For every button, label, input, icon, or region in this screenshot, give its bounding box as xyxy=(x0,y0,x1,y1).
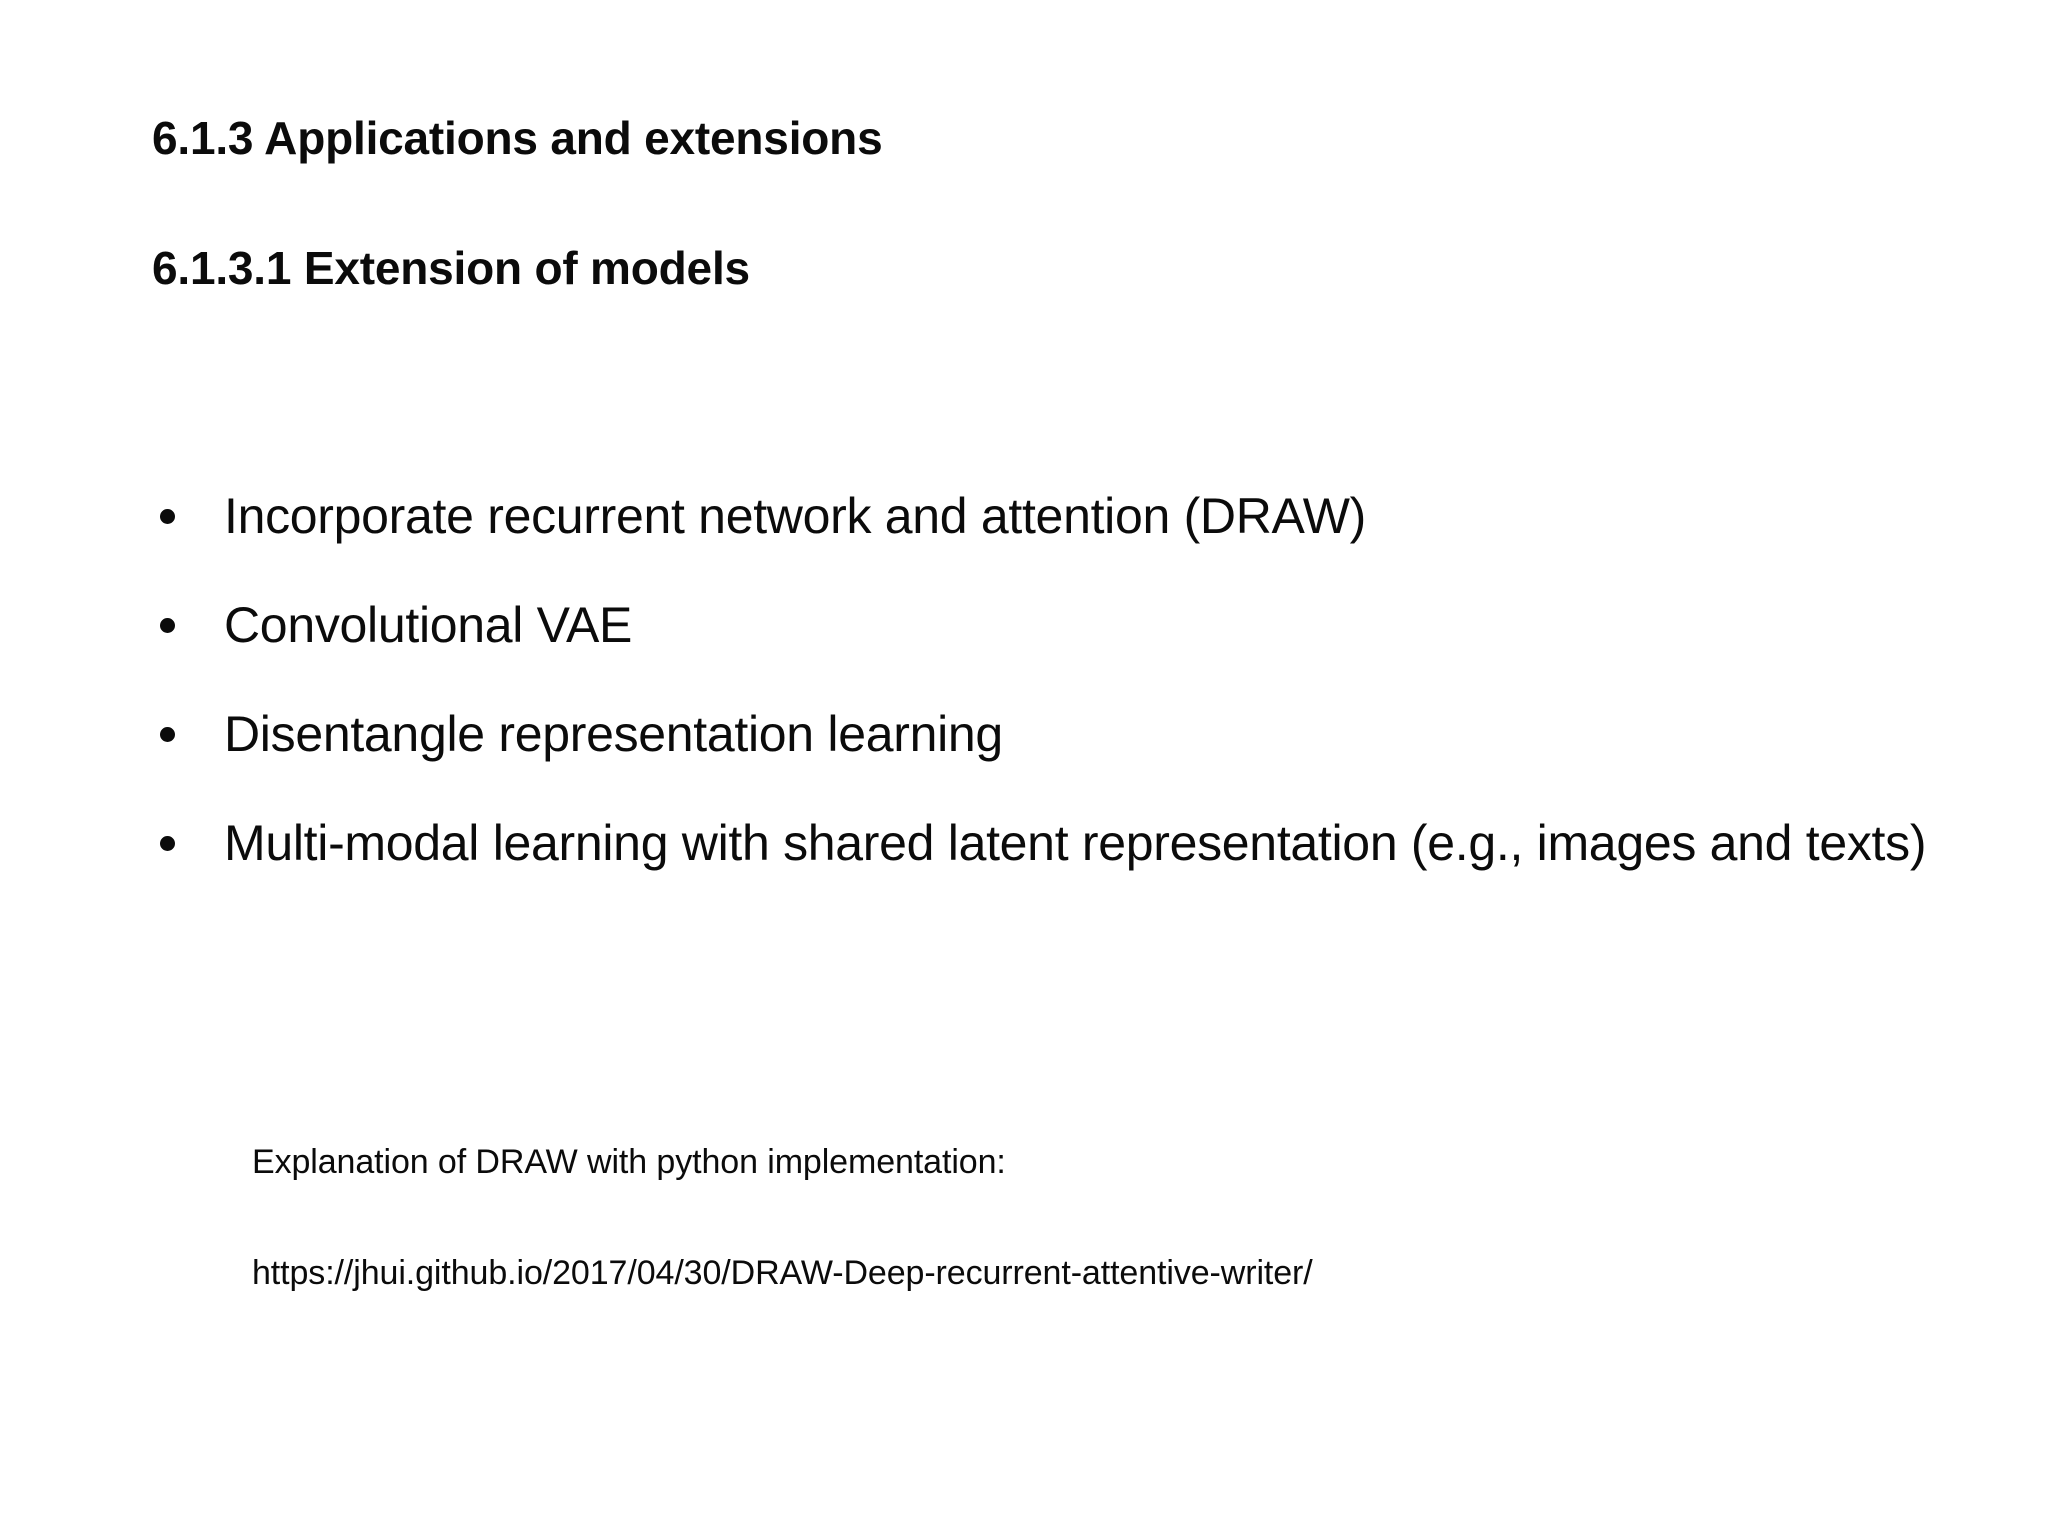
bullet-dot-icon xyxy=(160,509,175,524)
bullet-list: Incorporate recurrent network and attent… xyxy=(152,486,1942,874)
footnote-group: Explanation of DRAW with python implemen… xyxy=(252,1142,1952,1294)
bullet-dot-icon xyxy=(160,727,175,742)
heading-group: 6.1.3 Applications and extensions 6.1.3.… xyxy=(152,112,1912,295)
list-item: Disentangle representation learning xyxy=(152,704,1942,765)
list-item-label: Disentangle representation learning xyxy=(224,706,1003,762)
list-item: Convolutional VAE xyxy=(152,595,1942,656)
list-item: Incorporate recurrent network and attent… xyxy=(152,486,1942,547)
bullet-dot-icon xyxy=(160,618,175,633)
list-item-label: Multi-modal learning with shared latent … xyxy=(224,815,1927,871)
bullet-dot-icon xyxy=(160,836,175,851)
list-item-label: Incorporate recurrent network and attent… xyxy=(224,488,1366,544)
subsection-heading: 6.1.3.1 Extension of models xyxy=(152,241,750,294)
list-item: Multi-modal learning with shared latent … xyxy=(152,813,1942,874)
footnote-caption: Explanation of DRAW with python implemen… xyxy=(252,1143,1006,1181)
reference-url[interactable]: https://jhui.github.io/2017/04/30/DRAW-D… xyxy=(252,1253,1313,1292)
list-item-label: Convolutional VAE xyxy=(224,597,633,653)
section-heading: 6.1.3 Applications and extensions xyxy=(152,112,883,164)
